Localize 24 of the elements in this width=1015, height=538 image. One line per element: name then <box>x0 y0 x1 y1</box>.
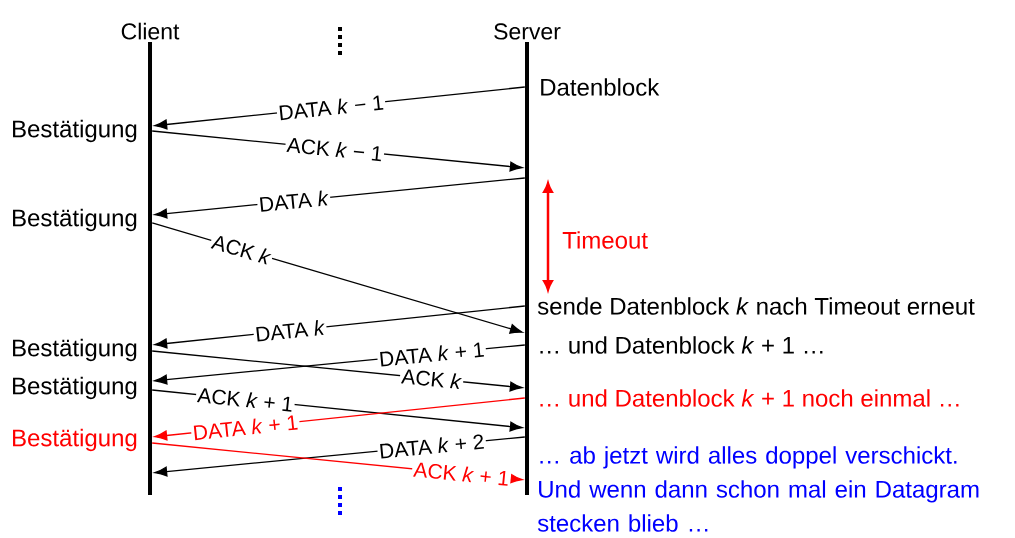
edge-label: ACK k − 1 <box>284 135 385 164</box>
edge-label: ACK k <box>399 366 465 392</box>
annotation: Datenblock <box>541 78 660 96</box>
annotation: Timeout <box>562 231 648 249</box>
edge-label: ACK k + 1 <box>411 459 512 488</box>
side-label: Bestätigung <box>13 119 137 143</box>
edge-label: DATA k + 1 <box>376 339 487 369</box>
annotation: … und Datenblock k + 1 noch einmal … <box>540 389 959 407</box>
side-label: Bestätigung <box>13 338 137 362</box>
side-label: Bestätigung <box>13 428 137 452</box>
annotation: … ab jetzt wird alles doppel verschickt. Und wenn dann schon mal ein Datagram stecken blieb … <box>537 446 979 532</box>
edge-label: DATA k <box>256 188 332 214</box>
edge-label: DATA k + 2 <box>376 431 487 461</box>
edge-label: DATA k + 1 <box>190 412 301 442</box>
edge-label: ACK k + 1 <box>195 385 296 414</box>
annotation: … und Datenblock k + 1 … <box>540 336 823 354</box>
node-label: Client <box>121 22 180 40</box>
node-label: Server <box>494 23 561 40</box>
side-label: Bestätigung <box>13 208 137 232</box>
edge-label: DATA k <box>252 317 328 344</box>
edge-label: DATA k − 1 <box>276 92 387 122</box>
annotation: sende Datenblock k nach Timeout erneut <box>537 297 975 315</box>
side-label: Bestätigung <box>13 376 137 400</box>
edge-label: ACK k <box>208 231 275 268</box>
